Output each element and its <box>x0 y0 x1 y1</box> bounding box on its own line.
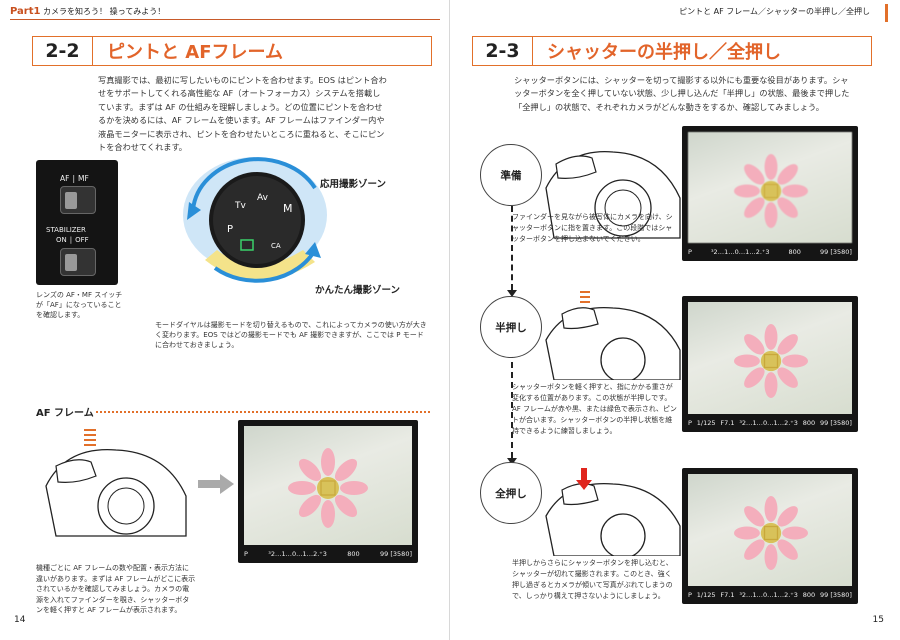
mf-label: MF <box>77 174 89 183</box>
gutter <box>449 0 450 640</box>
lcd-scale: ³2.‥1.‥0.‥1.‥2.⁺3 <box>739 418 798 427</box>
lcd-shutter: 1/125 <box>696 418 716 427</box>
arrow-right-icon <box>198 474 234 494</box>
af-label: AF <box>60 174 70 183</box>
lcd-iso: 800 <box>802 418 816 427</box>
dial-av: Av <box>257 193 269 203</box>
stabilizer-label: STABILIZER <box>46 226 86 234</box>
af-mf-slider <box>60 186 96 214</box>
flow-arrow-1 <box>507 290 517 297</box>
lcd-shutter: 1/125 <box>696 590 716 599</box>
lcd-iso: 800 <box>347 549 360 558</box>
flower-photo <box>688 302 852 414</box>
flow-line-2 <box>511 352 513 458</box>
lcd-buffer: [3580] <box>830 590 852 599</box>
step-text-ready: ファインダーを見ながら被写体にカメラを向け、シャッターボタンに指を置きます。この… <box>512 213 673 243</box>
lcd-af-frame: P ³2.‥1.‥0.‥1.‥2.⁺3 800 99 [3580] <box>238 420 418 563</box>
lcd-scale: ³2.‥1.‥0.‥1.‥2.⁺3 <box>739 590 798 599</box>
lcd-shots: 99 <box>380 549 389 558</box>
lcd-half-press: P 1/125 F7.1 ³2.‥1.‥0.‥1.‥2.⁺3 800 99 [3… <box>682 296 858 432</box>
stabilizer-slider <box>60 248 96 276</box>
lcd-info-bar: P ³2.‥1.‥0.‥1.‥2.⁺3 800 99 [3580] <box>244 547 412 560</box>
lcd-mode: P <box>688 590 692 599</box>
gerbera-flower <box>734 154 808 228</box>
hand-full-press-illustration <box>545 468 681 556</box>
gerbera-flower <box>734 496 808 570</box>
flower-photo <box>244 426 412 545</box>
af-frame-heading: AF フレーム <box>36 408 94 419</box>
right-running-header: ピントと AF フレーム／シャッターの半押し／全押し <box>679 7 870 16</box>
lcd-scale: ³2.‥1.‥0.‥1.‥2.⁺3 <box>710 247 770 256</box>
lcd-ready: P ³2.‥1.‥0.‥1.‥2.⁺3 800 99 [3580] <box>682 126 858 261</box>
left-running-header: Part1 カメラを知ろう！ 操ってみよう！ <box>10 6 440 20</box>
step-circle-ready: 準備 <box>480 144 542 206</box>
lcd-iso: 800 <box>788 247 801 256</box>
off-label: OFF <box>75 236 89 244</box>
lcd-aperture: F7.1 <box>720 418 735 427</box>
section-number: 2-3 <box>473 37 533 65</box>
section-heading: ピントと AFフレーム <box>107 42 283 63</box>
lens-switch-photo: AF|MF STABILIZER ON|OFF <box>36 160 118 285</box>
left-intro-text: 写真撮影では、最初に写したいものにピントを合わせます。EOS はピント合わせをサ… <box>98 75 387 153</box>
flow-line-1 <box>511 206 513 290</box>
step-circle-full-press: 全押し <box>480 462 542 524</box>
mode-dial-illustration: M Av Tv P CA <box>183 157 327 283</box>
flower-photo <box>688 474 852 586</box>
right-page: ピントと AF フレーム／シャッターの半押し／全押し 2-3 シャッターの半押し… <box>450 0 900 640</box>
dial-auto-icon <box>240 239 254 251</box>
part-number: 1 <box>33 6 41 17</box>
lcd-scale: ³2.‥1.‥0.‥1.‥2.⁺3 <box>268 549 327 558</box>
flower-photo-blurred <box>688 132 852 243</box>
hand-half-press-illustration <box>545 291 681 380</box>
lcd-info-bar: P ³2.‥1.‥0.‥1.‥2.⁺3 800 99 [3580] <box>688 245 852 258</box>
lcd-mode: P <box>688 247 692 256</box>
zone-app-label: 応用撮影ゾーン <box>320 179 387 190</box>
lcd-aperture: F7.1 <box>720 590 735 599</box>
lcd-buffer: [3580] <box>830 418 852 427</box>
right-intro-text: シャッターボタンには、シャッターを切って撮影する以外にも重要な役目があります。シ… <box>514 75 850 112</box>
af-frame-bottom-text: 機種ごとに AF フレームの数や配置・表示方法に違いがあります。まずは AF フ… <box>36 564 196 614</box>
gerbera-flower <box>734 324 808 398</box>
lcd-mode: P <box>244 549 248 558</box>
step-circle-half-press: 半押し <box>480 296 542 358</box>
lcd-shots: 99 <box>819 247 829 256</box>
lcd-iso: 800 <box>802 590 816 599</box>
lcd-full-press: P 1/125 F7.1 ³2.‥1.‥0.‥1.‥2.⁺3 800 99 [3… <box>682 468 858 604</box>
dial-tv: Tv <box>234 201 246 211</box>
section-title-2-2: 2-2 ピントと AFフレーム <box>32 36 432 66</box>
left-page: Part1 カメラを知ろう！ 操ってみよう！ 2-2 ピントと AFフレーム 写… <box>10 6 440 625</box>
section-heading: シャッターの半押し／全押し <box>547 42 781 63</box>
lcd-mode: P <box>688 418 692 427</box>
lcd-shots: 99 <box>820 418 829 427</box>
lcd-info-bar: P 1/125 F7.1 ³2.‥1.‥0.‥1.‥2.⁺3 800 99 [3… <box>688 416 852 429</box>
hand-camera-illustration <box>45 429 187 537</box>
left-page-number: 14 <box>14 615 26 625</box>
right-header-bar <box>885 4 888 22</box>
switch-caption: レンズの AF・MF スイッチが「AF」になっていることを確認します。 <box>36 291 123 319</box>
step-text-half-press: シャッターボタンを軽く押すと、指にかかる重さが変化する位置があります。この状態が… <box>512 383 677 435</box>
on-label: ON <box>56 236 67 244</box>
dial-caption: モードダイヤルは撮影モードを切り替えるもので、これによってカメラの使い方が大きく… <box>155 321 427 349</box>
zone-easy-label: かんたん撮影ゾーン <box>315 285 401 296</box>
part-label: Part <box>10 6 34 17</box>
lcd-buffer: [3580] <box>830 247 852 256</box>
flow-arrow-2 <box>507 458 517 465</box>
section-number: 2-2 <box>33 37 93 65</box>
dial-p: P <box>227 224 233 235</box>
af-frame-heading-rule <box>96 411 430 413</box>
hand-ready-illustration <box>545 150 681 239</box>
right-page-number: 15 <box>872 615 884 625</box>
section-title-2-3: 2-3 シャッターの半押し／全押し <box>472 36 872 66</box>
dial-ca: CA <box>271 242 281 250</box>
gerbera-flower <box>288 448 368 528</box>
dial-m: M <box>283 202 293 215</box>
step-text-full-press: 半押しからさらにシャッターボタンを押し込むと、シャッターが切れて撮影されます。こ… <box>512 559 673 600</box>
left-header-text: カメラを知ろう！ 操ってみよう！ <box>43 7 166 16</box>
lcd-buffer: [3580] <box>390 549 412 558</box>
lcd-shots: 99 <box>820 590 829 599</box>
lcd-info-bar: P 1/125 F7.1 ³2.‥1.‥0.‥1.‥2.⁺3 800 99 [3… <box>688 588 852 601</box>
